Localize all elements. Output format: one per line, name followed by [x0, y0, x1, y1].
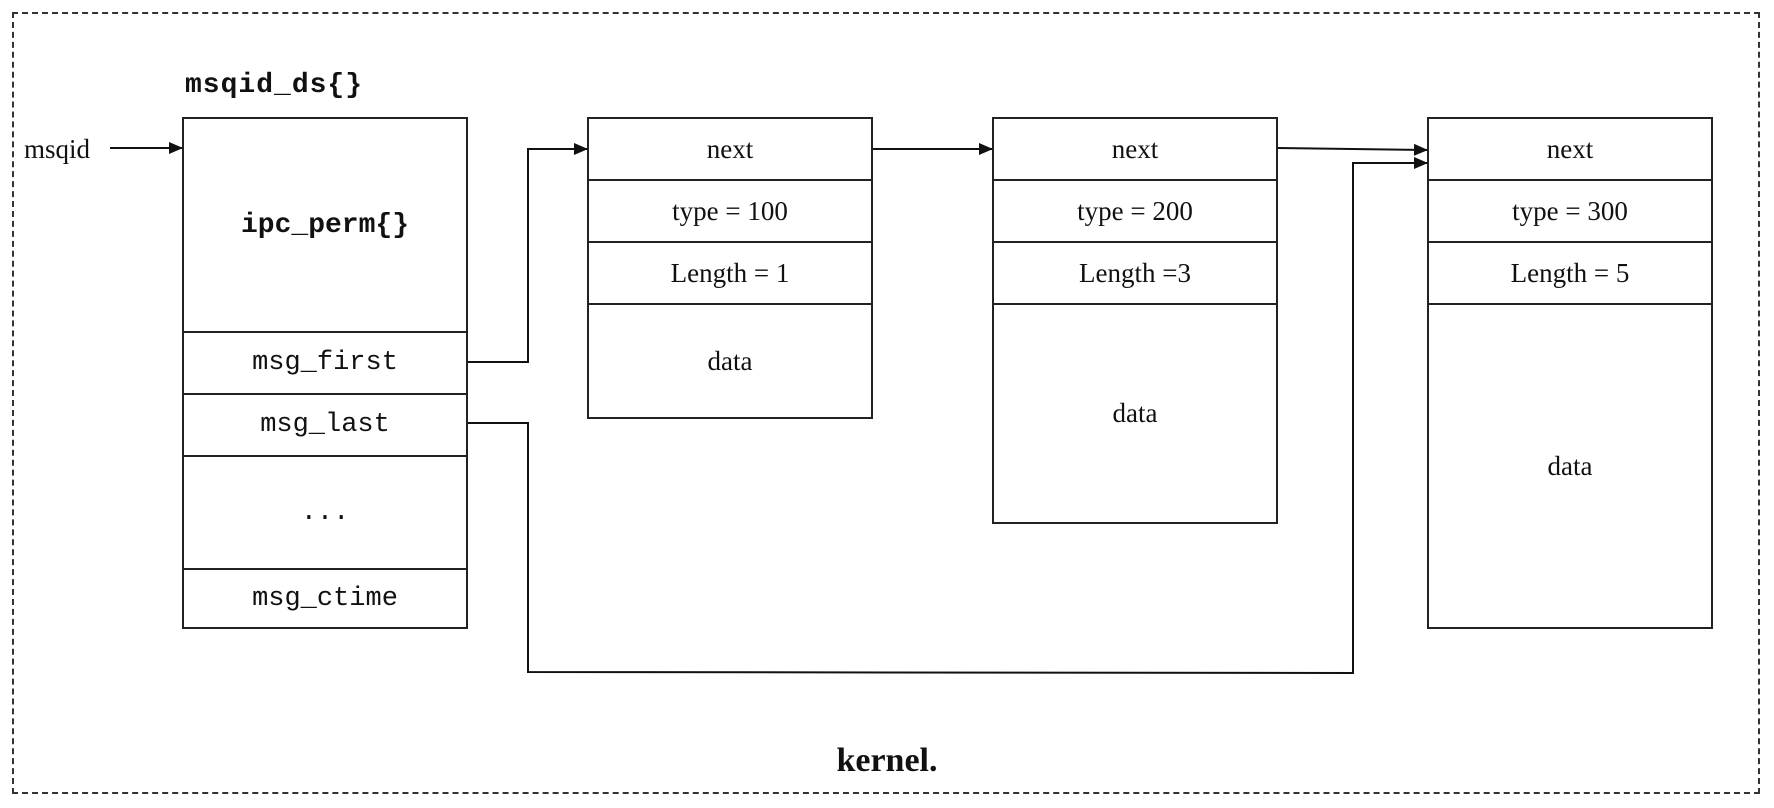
type-label: type = 200	[1077, 195, 1193, 226]
struct-title: msqid_ds{}	[185, 70, 364, 101]
next-field: next	[589, 119, 871, 181]
next-label: next	[1111, 133, 1159, 164]
kernel-label: kernel.	[836, 742, 938, 779]
ipc-perm-field: ipc_perm{}	[184, 119, 466, 333]
message-node-3: next type = 300 Length = 5 data	[1427, 117, 1713, 629]
next-field: next	[1429, 119, 1711, 181]
msg-last-field: msg_last	[184, 395, 466, 457]
kernel-boundary	[12, 12, 1760, 794]
length-field: Length = 5	[1429, 243, 1711, 305]
type-field: type = 300	[1429, 181, 1711, 243]
data-field: data	[1429, 305, 1711, 627]
msg-first-label: msg_first	[252, 348, 398, 378]
length-label: Length = 1	[670, 257, 790, 288]
msg-ctime-field: msg_ctime	[184, 570, 466, 627]
msg-last-label: msg_last	[260, 410, 390, 440]
ellipsis-field: ...	[184, 457, 466, 570]
next-field: next	[994, 119, 1276, 181]
ellipsis-label: ...	[300, 497, 350, 528]
type-label: type = 300	[1512, 195, 1628, 226]
type-field: type = 200	[994, 181, 1276, 243]
length-field: Length =3	[994, 243, 1276, 305]
ipc-perm-label: ipc_perm{}	[240, 209, 410, 241]
length-field: Length = 1	[589, 243, 871, 305]
msg-first-field: msg_first	[184, 333, 466, 395]
length-label: Length = 5	[1510, 257, 1630, 288]
data-field: data	[994, 305, 1276, 522]
data-field: data	[589, 305, 871, 417]
msqid-ds-struct: ipc_perm{} msg_first msg_last ... msg_ct…	[182, 117, 468, 629]
next-label: next	[706, 133, 754, 164]
type-field: type = 100	[589, 181, 871, 243]
next-label: next	[1546, 133, 1594, 164]
type-label: type = 100	[672, 195, 788, 226]
msqid-label: msqid	[24, 134, 91, 164]
data-label: data	[707, 345, 753, 376]
data-label: data	[1547, 450, 1593, 481]
data-label: data	[1112, 398, 1158, 428]
message-node-2: next type = 200 Length =3 data	[992, 117, 1278, 524]
message-node-1: next type = 100 Length = 1 data	[587, 117, 873, 419]
length-label: Length =3	[1079, 257, 1191, 288]
msg-ctime-label: msg_ctime	[252, 583, 398, 614]
